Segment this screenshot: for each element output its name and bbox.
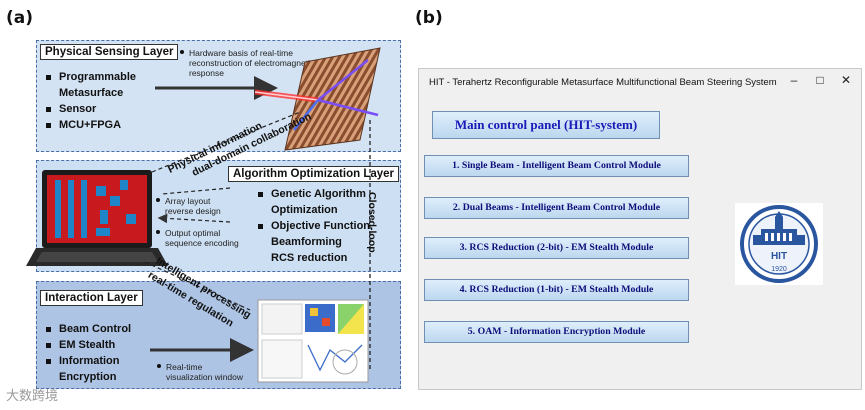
logo-text: HIT [771, 251, 787, 262]
algorithm-note-1: Array layout reverse design [156, 196, 235, 216]
module-2-button[interactable]: 2. Dual Beams - Intelligent Beam Control… [424, 197, 689, 219]
algorithm-item-1: Genetic Algorithm [258, 187, 366, 202]
physical-item-3: MCU+FPGA [46, 118, 121, 133]
algorithm-layer-title: Algorithm Optimization Layer [228, 166, 400, 182]
algorithm-dashed-arrow [157, 213, 231, 224]
algorithm-item-1b: Optimization [271, 204, 338, 216]
visualization-window-image [257, 299, 369, 383]
watermark: 大数跨境 [6, 389, 59, 404]
physical-item-1: Programmable [46, 70, 136, 85]
algorithm-item-2c: RCS reduction [271, 252, 348, 264]
logo-year: 1920 [771, 266, 787, 273]
closed-loop-label: Closed-loop [366, 192, 378, 253]
main-control-panel-button[interactable]: Main control panel (HIT-system) [432, 111, 660, 139]
minimize-button[interactable]: – [790, 73, 798, 87]
interaction-item-3b: Encryption [59, 371, 117, 383]
algorithm-note-2: Output optimal sequence encoding [156, 228, 243, 248]
physical-layer-title: Physical Sensing Layer [40, 44, 179, 60]
physical-item-2: Sensor [46, 102, 96, 117]
module-3-button[interactable]: 3. RCS Reduction (2-bit) - EM Stealth Mo… [424, 237, 689, 259]
maximize-button[interactable]: □ [816, 73, 824, 87]
physical-note: Hardware basis of real-time reconstructi… [180, 48, 317, 78]
interaction-item-2: EM Stealth [46, 338, 115, 353]
physical-item-1b: Metasurface [59, 87, 124, 99]
module-5-button[interactable]: 5. OAM - Information Encryption Module [424, 321, 689, 343]
hit-logo: HIT 1920 [735, 203, 823, 285]
algorithm-item-2b: Beamforming [271, 236, 342, 248]
metasurface-image [254, 47, 381, 151]
module-4-button[interactable]: 4. RCS Reduction (1-bit) - EM Stealth Mo… [424, 279, 689, 301]
window-title: HIT - Terahertz Reconfigurable Metasurfa… [429, 77, 777, 88]
panel-b-label: (b) [415, 8, 443, 28]
panel-a-label: (a) [6, 8, 34, 28]
laptop-image [26, 170, 168, 266]
module-1-button[interactable]: 1. Single Beam - Intelligent Beam Contro… [424, 155, 689, 177]
algorithm-item-2: Objective Function [258, 219, 370, 234]
interaction-item-3: Information [46, 354, 120, 369]
interaction-layer-title: Interaction Layer [40, 290, 143, 306]
interaction-item-1: Beam Control [46, 322, 131, 337]
close-button[interactable]: ✕ [840, 73, 852, 87]
app-window: HIT - Terahertz Reconfigurable Metasurfa… [418, 68, 862, 390]
interaction-note: Real-time visualization window [157, 362, 246, 382]
